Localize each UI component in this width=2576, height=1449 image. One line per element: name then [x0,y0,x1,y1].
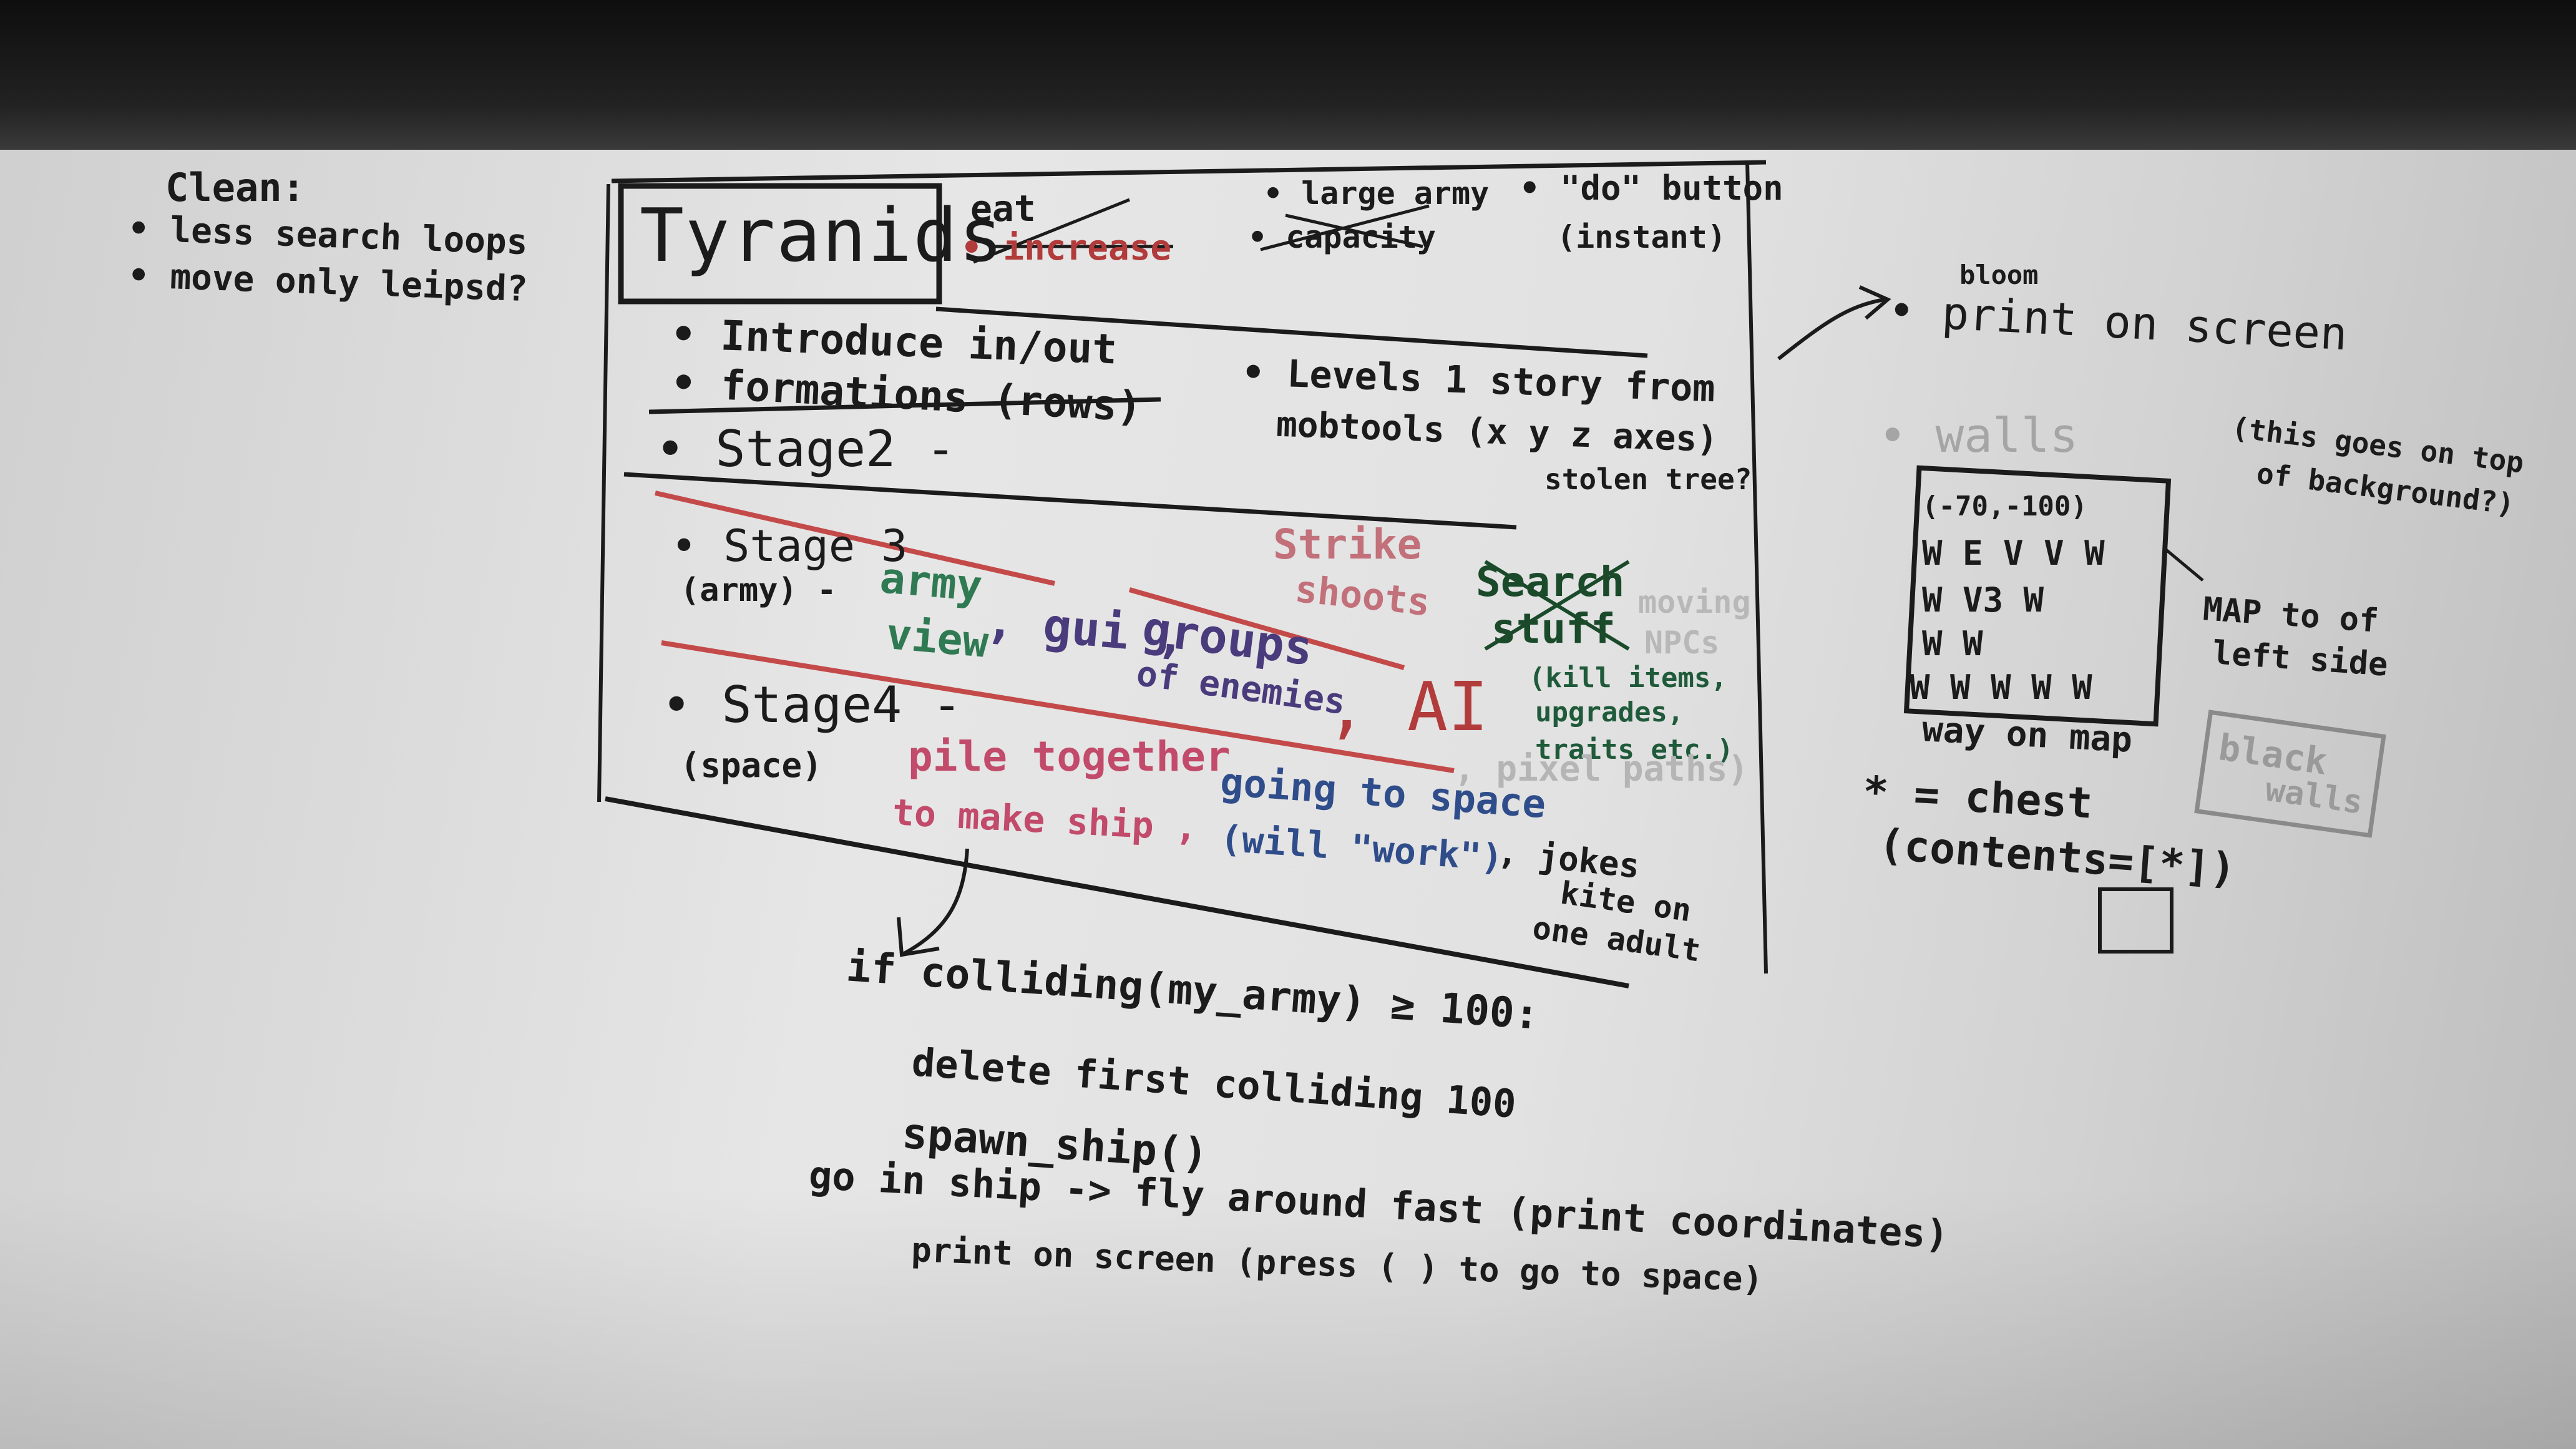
moving-npcs-1: moving [1638,584,1751,620]
grid-row-3: W W [1922,624,1983,663]
title-box [618,183,942,305]
header-divider [935,306,1648,358]
strike-eat-1 [973,198,1130,264]
kill-items-1: (kill items, [1529,662,1727,694]
red-line-3 [661,640,1455,773]
moving-npcs-2: NPCs [1644,625,1720,661]
chest-bracket [2098,887,2174,954]
main-box-bottom [605,796,1629,988]
stage3-sub: (army) - [680,572,837,609]
bloom-note: bloom [1959,260,2039,290]
header-eat-struck: • increase [961,228,1172,268]
main-box-left [597,183,610,803]
arrow-right-head [1858,285,1891,320]
kill-items-3: traits etc.) [1535,734,1734,766]
stage3-label: • Stage 3 [671,520,908,572]
walls-label: • walls [1878,407,2079,463]
red-line-2 [1128,587,1405,670]
grid-row-1: W E V V W [1922,534,2105,573]
red-line-1 [655,490,1055,586]
clean-heading: Clean: [165,165,305,210]
main-box-right [1745,162,1768,974]
intro-divider [648,397,1161,414]
title-tyranids: Tyranids [640,192,1005,278]
header-do-button-note: (instant) [1557,219,1726,255]
army-view-2: view [884,610,990,668]
map-grid-box [1903,465,2172,727]
levels-line-3: stolen tree? [1544,462,1752,496]
arrow-down-stem [900,848,969,957]
search-struck-1: Search [1476,558,1625,606]
black-walls-box [2194,710,2386,838]
pixel-paths: , pixel paths) [1454,749,1749,789]
army-view-1: army [877,554,984,612]
chest-1: * = chest [1861,767,2094,829]
header-eat: eat [970,187,1036,230]
search-struck-2: stuff [1491,605,1616,653]
pile-together: pile together [908,733,1231,781]
map-arrow [2164,548,2204,582]
header-large-army-struck: • capacity [1248,219,1437,255]
stage2-label: • Stage2 - [655,420,956,478]
main-box-top [611,160,1767,183]
arrow-right [1777,298,1885,361]
header-do-button: • "do" button [1520,168,1783,208]
stage4-label: • Stage4 - [661,676,962,734]
grid-row-4: W W W W W [1910,668,2092,707]
strike-1: Strike [1273,520,1422,568]
arrow-down-head [897,917,940,957]
stage4-sub: (space) [680,746,822,785]
grid-row-2: W V3 W [1922,580,2044,620]
grid-coords: (-70,-100) [1922,490,2087,522]
board-shadow [0,1186,2576,1449]
strike-army-2 [1285,213,1423,248]
strike-search-2 [1484,560,1630,651]
header-large-army: • large army [1264,175,1490,212]
dark-wall-top [0,0,2576,150]
stage2-divider [623,472,1517,530]
ai-text: , AI [1326,668,1489,746]
way-on-map: way on map [1921,709,2134,761]
kill-items-2: upgrades, [1535,696,1684,728]
